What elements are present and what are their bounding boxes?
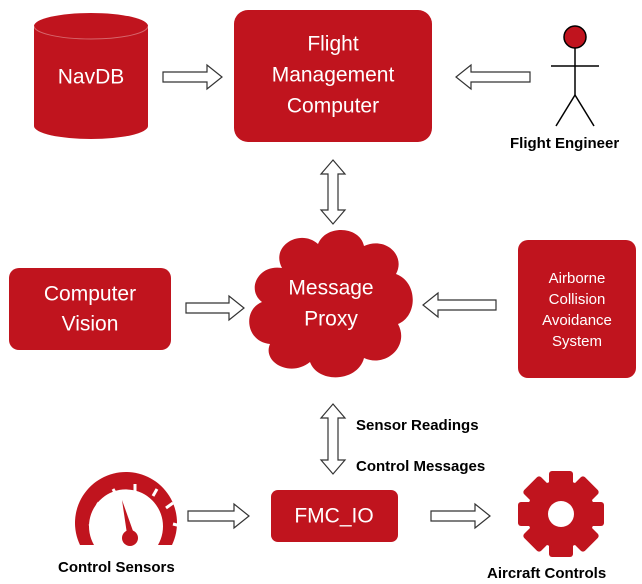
arrow-engineer-to-fmc	[455, 63, 531, 91]
proxy-label-line-1: Message	[288, 277, 373, 300]
acas-label-line-1: Airborne	[549, 270, 606, 287]
arrow-fmcio-to-controls	[430, 502, 491, 530]
gear-icon	[518, 471, 604, 557]
proxy-label-line-2: Proxy	[304, 308, 358, 331]
fmc-node[interactable]: Flight Management Computer	[234, 10, 432, 142]
fmc-label-line-1: Flight	[307, 33, 359, 56]
vision-label-line-1: Computer	[44, 283, 136, 306]
acas-label-line-3: Avoidance	[542, 312, 612, 329]
acas-label-line-4: System	[552, 333, 602, 350]
fmc-label-line-2: Management	[272, 64, 395, 87]
control-sensors-label: Control Sensors	[58, 559, 175, 576]
navdb-node[interactable]: NavDB	[33, 13, 149, 139]
arrow-navdb-to-fmc	[162, 63, 223, 91]
arrow-vision-to-proxy	[185, 294, 245, 322]
arrow-proxy-fmcio	[319, 403, 347, 475]
control-messages-label: Control Messages	[356, 458, 485, 475]
arrow-fmc-proxy	[319, 159, 347, 225]
fmc-label-line-3: Computer	[287, 95, 379, 118]
fmc-io-label: FMC_IO	[294, 505, 373, 528]
vision-label-line-2: Vision	[62, 313, 119, 336]
arrow-sensors-to-fmcio	[187, 502, 250, 530]
gauge-icon	[75, 471, 182, 546]
fmc-io-node[interactable]: FMC_IO	[271, 490, 398, 542]
navdb-label: NavDB	[58, 66, 125, 89]
acas-label-line-2: Collision	[549, 291, 606, 308]
aircraft-controls-label: Aircraft Controls	[487, 565, 606, 582]
computer-vision-node[interactable]: Computer Vision	[9, 268, 171, 350]
flight-engineer-label: Flight Engineer	[510, 135, 619, 152]
sensor-readings-label: Sensor Readings	[356, 417, 479, 434]
acas-node[interactable]: Airborne Collision Avoidance System	[518, 240, 636, 378]
arrow-acas-to-proxy	[422, 291, 497, 319]
stick-figure-icon	[551, 25, 599, 127]
message-proxy-node[interactable]: Message Proxy	[249, 229, 413, 378]
